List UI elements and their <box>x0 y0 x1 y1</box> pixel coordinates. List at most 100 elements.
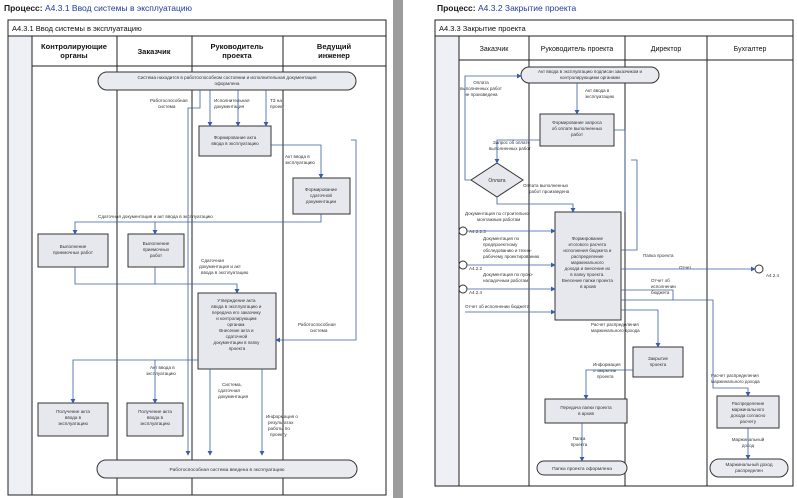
task-receipt-control[interactable] <box>37 402 109 437</box>
task-approval-text: Утверждение акта ввода в эксплуатацию и … <box>211 298 262 351</box>
r-label-act-input-l2: эксплуатацию <box>585 94 615 99</box>
r-label-project-folder: Папка проекта <box>643 253 674 258</box>
r-label-report-budget2-l2: исполнении <box>651 284 676 289</box>
r-label-request-l2: выполненных работ <box>489 146 531 151</box>
right-start-text-l1: Акт ввода в эксплуатацию подписан заказч… <box>538 69 643 74</box>
task-review-customer-l1: Выполнение <box>143 241 170 246</box>
right-frame-title: A4.3.3 Закрытие проекта <box>439 24 526 33</box>
label-act-input-l2: эксплуатацию <box>285 160 315 165</box>
r-label-payment-not-l1: Оплата <box>473 80 489 85</box>
task-approval-l5: органам. <box>227 322 245 327</box>
task-approval-l4: и контролирующим <box>216 316 256 321</box>
r-ref-a223-circle[interactable] <box>458 226 468 236</box>
task-approval[interactable] <box>197 292 277 370</box>
r-conn-report-budget <box>621 289 674 300</box>
task-review-customer-l3: работ <box>150 253 163 258</box>
r-task-archive[interactable] <box>544 398 628 424</box>
r-end-margin-l2: распределен <box>735 468 763 473</box>
r-label-request-l1: Запрос об оплате <box>493 140 530 145</box>
task-receipt-customer[interactable] <box>126 402 184 437</box>
left-start-event[interactable] <box>97 71 357 91</box>
label-working-system2-l2: система <box>310 328 328 333</box>
task-review-control-l1: Выполнение <box>60 244 87 249</box>
label-handover-docs2-l2: документация и акт <box>199 264 242 269</box>
task-approval-l2: ввода в эксплуатацию и <box>211 304 262 309</box>
task-formation-docs-l3: документации <box>306 199 337 204</box>
r-task-request-l1: Формирование запроса <box>552 120 602 125</box>
task-review-control-l2: приемочных работ <box>53 250 94 255</box>
r-label-report-out: Отчет <box>679 265 691 270</box>
r-label-calc-distribution-l2: маржинального дохода <box>591 328 640 333</box>
r-label-doc-survey-l1: Документация по <box>483 236 520 241</box>
r-label-info-close-l1: Информация <box>593 362 621 367</box>
left-start-text: Система находится в работоспособном сост… <box>138 75 317 86</box>
right-swimlane-diagram: A4.3.3 Закрытие проекта Заказчик Руковод… <box>434 19 794 487</box>
r-ref-a424-circle[interactable] <box>754 264 764 274</box>
r-ref-a24: A4.2.4 <box>469 290 483 295</box>
left-swimlane-diagram: A4.3.1 Ввод системы в эксплуатацию Контр… <box>7 19 387 496</box>
label-working-system-l2: система <box>158 104 176 109</box>
r-label-folder-out-l1: Папка <box>573 436 586 441</box>
label-system-docs-l1: Система, <box>222 382 242 387</box>
r-ref-a24-circle[interactable] <box>458 284 468 294</box>
label-act-out-l2: эксплуатацию <box>146 371 176 376</box>
lane-header-r-customer: Заказчик <box>480 46 510 53</box>
r-task-distribution-l2: маржинального <box>732 407 765 412</box>
r-ref-a22-circle[interactable] <box>458 260 468 270</box>
task-formation-docs[interactable] <box>292 177 351 215</box>
task-receipt-control-l1: Получение акта <box>56 409 90 414</box>
r-label-payment-not-l3: не произведена <box>464 92 498 97</box>
r-task-report-l9: в архив <box>580 284 596 289</box>
r-task-report-l2: итогового расчета <box>569 242 607 247</box>
left-end-event[interactable] <box>96 459 358 479</box>
right-process-title: Процесс: A4.3.2 Закрытие проекта <box>437 3 577 13</box>
r-label-doc-construction-l2: монтажным работам <box>477 217 520 222</box>
conn-side-system <box>275 139 357 343</box>
r-label-payment-yes-l2: работ произведена <box>529 189 570 194</box>
task-formation-docs-l2: сдаточной <box>310 192 332 198</box>
r-conn-close-archive <box>583 369 633 400</box>
label-system-docs-l3: документация <box>218 394 249 399</box>
conn-approval-receipt <box>70 359 198 404</box>
right-start-text-l2: контролирующими органами <box>560 75 620 80</box>
r-label-doc-commissioning: Документация по пуско-наладочным работам <box>483 272 534 283</box>
lane-header-r-pm: Руководитель проекта <box>541 46 614 53</box>
label-exec-docs-l2: документация <box>214 104 245 109</box>
task-formation-act[interactable] <box>198 125 272 157</box>
r-task-distribution[interactable] <box>716 395 780 429</box>
right-process-panel: Процесс: A4.3.2 Закрытие проекта A4.3.3 … <box>403 0 797 498</box>
r-label-calc-distribution2-l1: Расчет распределения <box>711 373 759 378</box>
conn-docs-review <box>72 214 322 235</box>
r-conn-report-close <box>621 309 661 348</box>
r-task-report-l1: Формирование <box>572 236 604 241</box>
label-act-out-l1: Акт ввода в <box>150 365 175 370</box>
lane-header-pm-line2: проекта <box>222 51 252 60</box>
r-task-report-l4: распределение <box>571 254 604 259</box>
task-review-customer[interactable] <box>127 233 185 268</box>
r-task-distribution-l1: Распределение <box>732 401 765 406</box>
task-review-control[interactable] <box>37 233 109 268</box>
r-ref-a424: A4.2.4 <box>766 273 780 278</box>
task-receipt-customer-l1: Получение акта <box>138 409 172 414</box>
label-act-input-l1: Акт ввода в <box>285 154 310 159</box>
r-task-report[interactable] <box>554 211 622 321</box>
r-label-folder-out-l2: проекта <box>571 442 588 447</box>
task-formation-act-l1: Формирование акта <box>214 135 257 140</box>
r-task-request-l3: работ <box>571 132 583 137</box>
